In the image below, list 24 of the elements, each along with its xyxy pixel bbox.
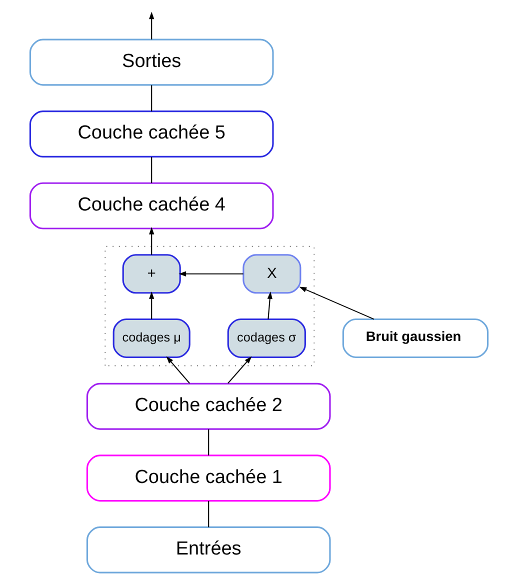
- node-box: Bruit gaussien: [342, 318, 488, 358]
- arrow: [148, 12, 154, 40]
- node-box: Couche cachée 4: [28, 182, 274, 230]
- node-box: codages μ: [112, 318, 190, 358]
- cluster: [104, 246, 314, 366]
- connector: [150, 156, 152, 184]
- connector: [208, 501, 209, 528]
- arrow: [148, 227, 154, 255]
- connector: [208, 429, 209, 456]
- node-box: Entrées: [86, 526, 330, 574]
- arrow: [148, 292, 154, 320]
- arrow: [227, 356, 252, 384]
- arrow: [166, 356, 190, 384]
- node-box: Sorties: [28, 38, 274, 86]
- arrow: [178, 271, 243, 276]
- node-box: +: [122, 254, 180, 294]
- node-box: codages σ: [226, 318, 306, 358]
- node-box: Couche cachée 2: [86, 382, 330, 430]
- connector: [150, 85, 152, 112]
- node-box: Couche cachée 5: [28, 110, 274, 158]
- arrow: [266, 292, 272, 320]
- node-box: Couche cachée 1: [86, 454, 330, 502]
- arrow: [298, 286, 374, 320]
- node-box: X: [242, 254, 301, 294]
